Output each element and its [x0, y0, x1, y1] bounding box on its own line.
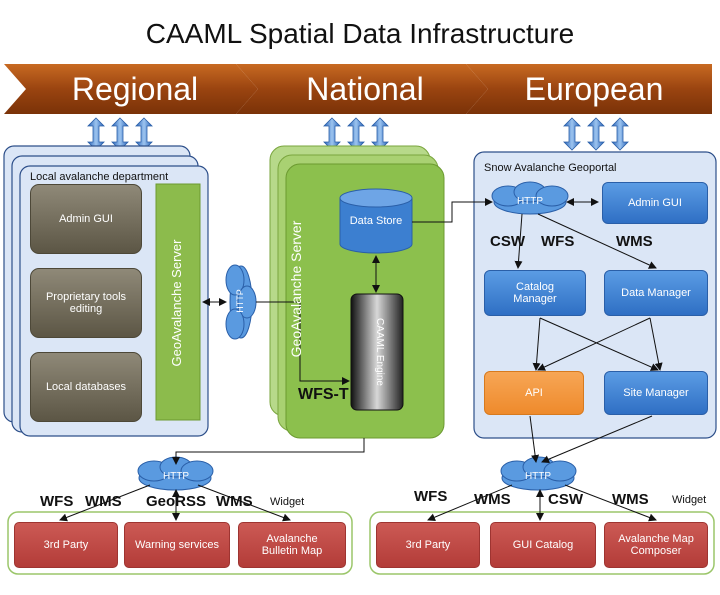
http-eu-label: HTTP: [516, 196, 544, 207]
catalog-manager-box: Catalog Manager: [484, 270, 586, 316]
br-widget-label: Widget: [672, 494, 707, 506]
eu-wfs-label: WFS: [541, 233, 575, 250]
avalanche-map-composer-box: Avalanche Map Composer: [604, 522, 708, 568]
bl-wms2-label: WMS: [216, 493, 253, 510]
wfs-t-label: WFS-T: [298, 386, 349, 403]
avalanche-bulletin-map-box: Avalanche Bulletin Map: [238, 522, 346, 568]
http-bottom-left-label: HTTP: [162, 471, 190, 482]
national-server-label: GeoAvalanche Server: [288, 220, 304, 358]
regional-panel-label: Local avalanche department: [30, 171, 169, 183]
http-cloud-middle: [225, 264, 257, 340]
updown-arrows: [87, 117, 629, 151]
br-wfs-label: WFS: [414, 488, 448, 505]
banner-regional: Regional: [71, 71, 199, 107]
eu-csw-label: CSW: [490, 233, 525, 250]
eu-wms-label: WMS: [616, 233, 653, 250]
european-panel-label: Snow Avalanche Geoportal: [484, 162, 617, 174]
br-third-party-box: 3rd Party: [376, 522, 480, 568]
bl-wfs-label: WFS: [40, 493, 74, 510]
http-cloud-bottom-left: [137, 456, 214, 491]
diagram-title: CAAML Spatial Data Infrastructure: [145, 18, 575, 49]
data-manager-box: Data Manager: [604, 270, 708, 316]
br-wms-label: WMS: [474, 491, 511, 508]
br-wms2-label: WMS: [612, 491, 649, 508]
eu-admin-gui-box: Admin GUI: [602, 182, 708, 224]
http-middle-label: HTTP: [235, 289, 245, 313]
regional-server-bar: [155, 183, 201, 421]
local-databases-box: Local databases: [30, 352, 142, 422]
proprietary-tools-box: Proprietary tools editing: [30, 268, 142, 338]
bl-wms-label: WMS: [85, 493, 122, 510]
api-box: API: [484, 371, 584, 415]
data-store-label: Data Store: [349, 215, 403, 227]
site-manager-box: Site Manager: [604, 371, 708, 415]
banner-national: National: [306, 71, 424, 107]
admin-gui-box: Admin GUI: [30, 184, 142, 254]
gui-catalog-box: GUI Catalog: [490, 522, 596, 568]
banner-chevrons: [4, 64, 712, 114]
data-store-cylinder: [339, 188, 413, 254]
caaml-engine-box: [350, 293, 404, 411]
bl-third-party-box: 3rd Party: [14, 522, 118, 568]
caaml-engine-label: CAAML Engine: [374, 318, 385, 386]
bl-georss-label: GeoRSS: [146, 493, 207, 510]
br-csw-label: CSW: [548, 491, 583, 508]
regional-server-label: GeoAvalanche Server: [169, 239, 184, 367]
warning-services-box: Warning services: [124, 522, 230, 568]
http-cloud-eu: [491, 181, 569, 215]
bl-widget-label: Widget: [270, 496, 305, 508]
banner-european: European: [524, 71, 664, 107]
http-bottom-right-label: HTTP: [524, 471, 552, 482]
